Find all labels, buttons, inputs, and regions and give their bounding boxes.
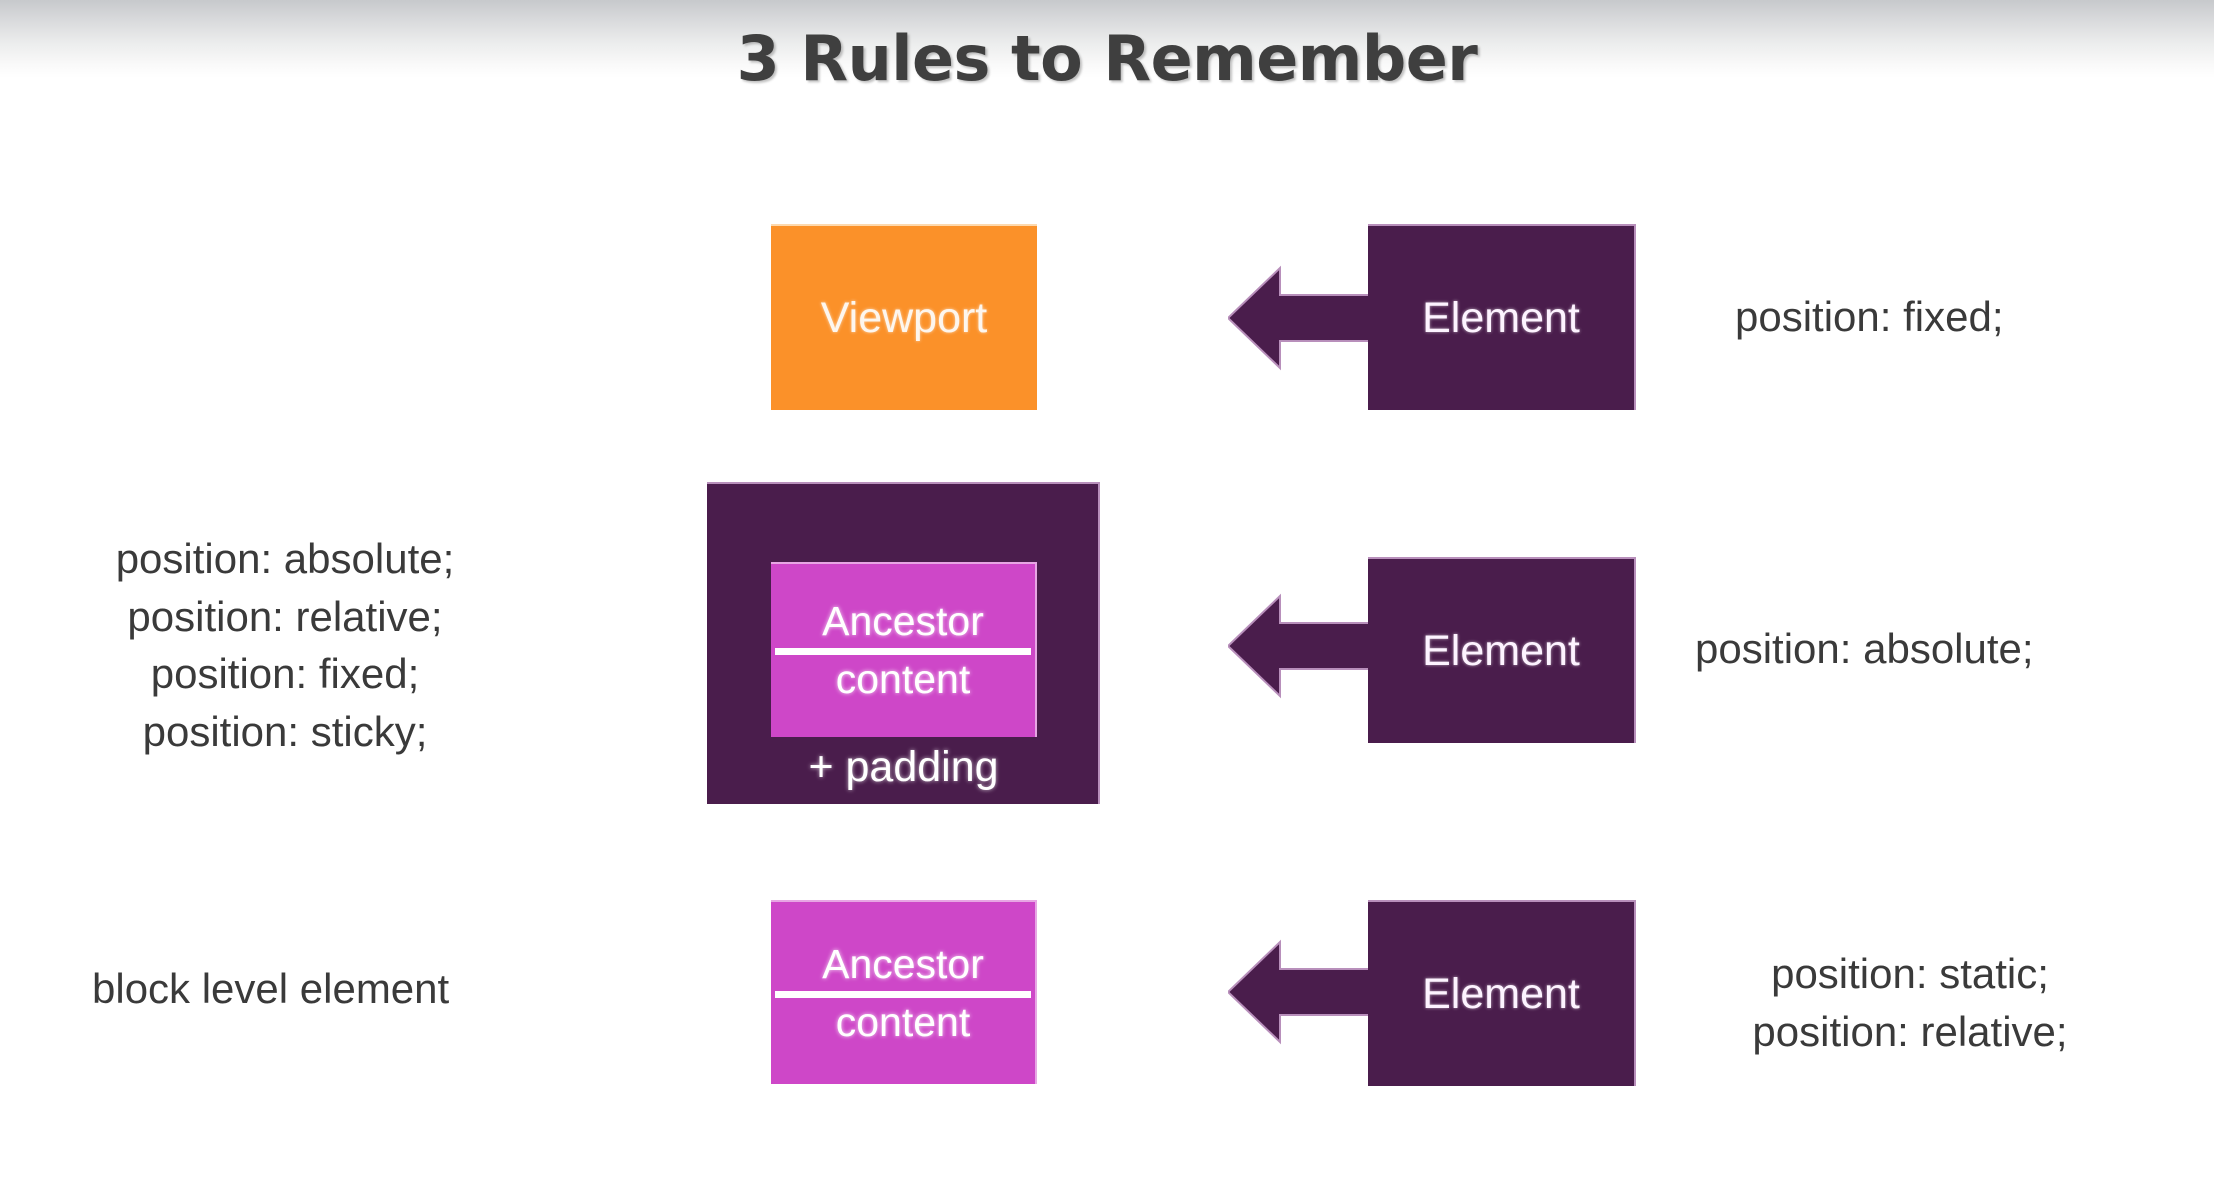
ancestor-content-numerator: Ancestor [822, 598, 984, 645]
element-box-label: Element [1422, 626, 1580, 675]
page-title: 3 Rules to Remember [736, 22, 1478, 95]
caption-position-static-relative: position: static; position: relative; [1752, 950, 2068, 1055]
caption-block-level-element: block level element [92, 965, 450, 1012]
viewport-box-label: Viewport [820, 293, 988, 342]
left-arrow-icon [1228, 265, 1374, 371]
caption-position-fixed: position: fixed; [1735, 293, 2004, 340]
fraction-rule [775, 990, 1031, 998]
padding-label: + padding [808, 743, 999, 791]
caption-position-absolute: position: absolute; [1695, 625, 2034, 672]
element-box-label: Element [1422, 293, 1580, 342]
caption-position-list: position: absolute; position: relative; … [115, 535, 455, 755]
ancestor-content-denominator: content [835, 656, 971, 702]
left-arrow-icon [1228, 593, 1374, 699]
element-box[interactable]: Element [1368, 224, 1636, 410]
ancestor-content-numerator: Ancestor [822, 940, 984, 987]
element-box[interactable]: Element [1368, 557, 1636, 743]
viewport-box[interactable]: Viewport [771, 224, 1037, 410]
element-box[interactable]: Element [1368, 900, 1636, 1086]
fraction-rule [775, 648, 1031, 655]
ancestor-content-box[interactable]: Ancestor content [771, 900, 1037, 1084]
left-arrow-icon [1228, 939, 1374, 1045]
ancestor-content-box[interactable]: Ancestor content [771, 562, 1037, 737]
ancestor-content-denominator: content [835, 998, 971, 1045]
element-box-label: Element [1422, 969, 1580, 1018]
